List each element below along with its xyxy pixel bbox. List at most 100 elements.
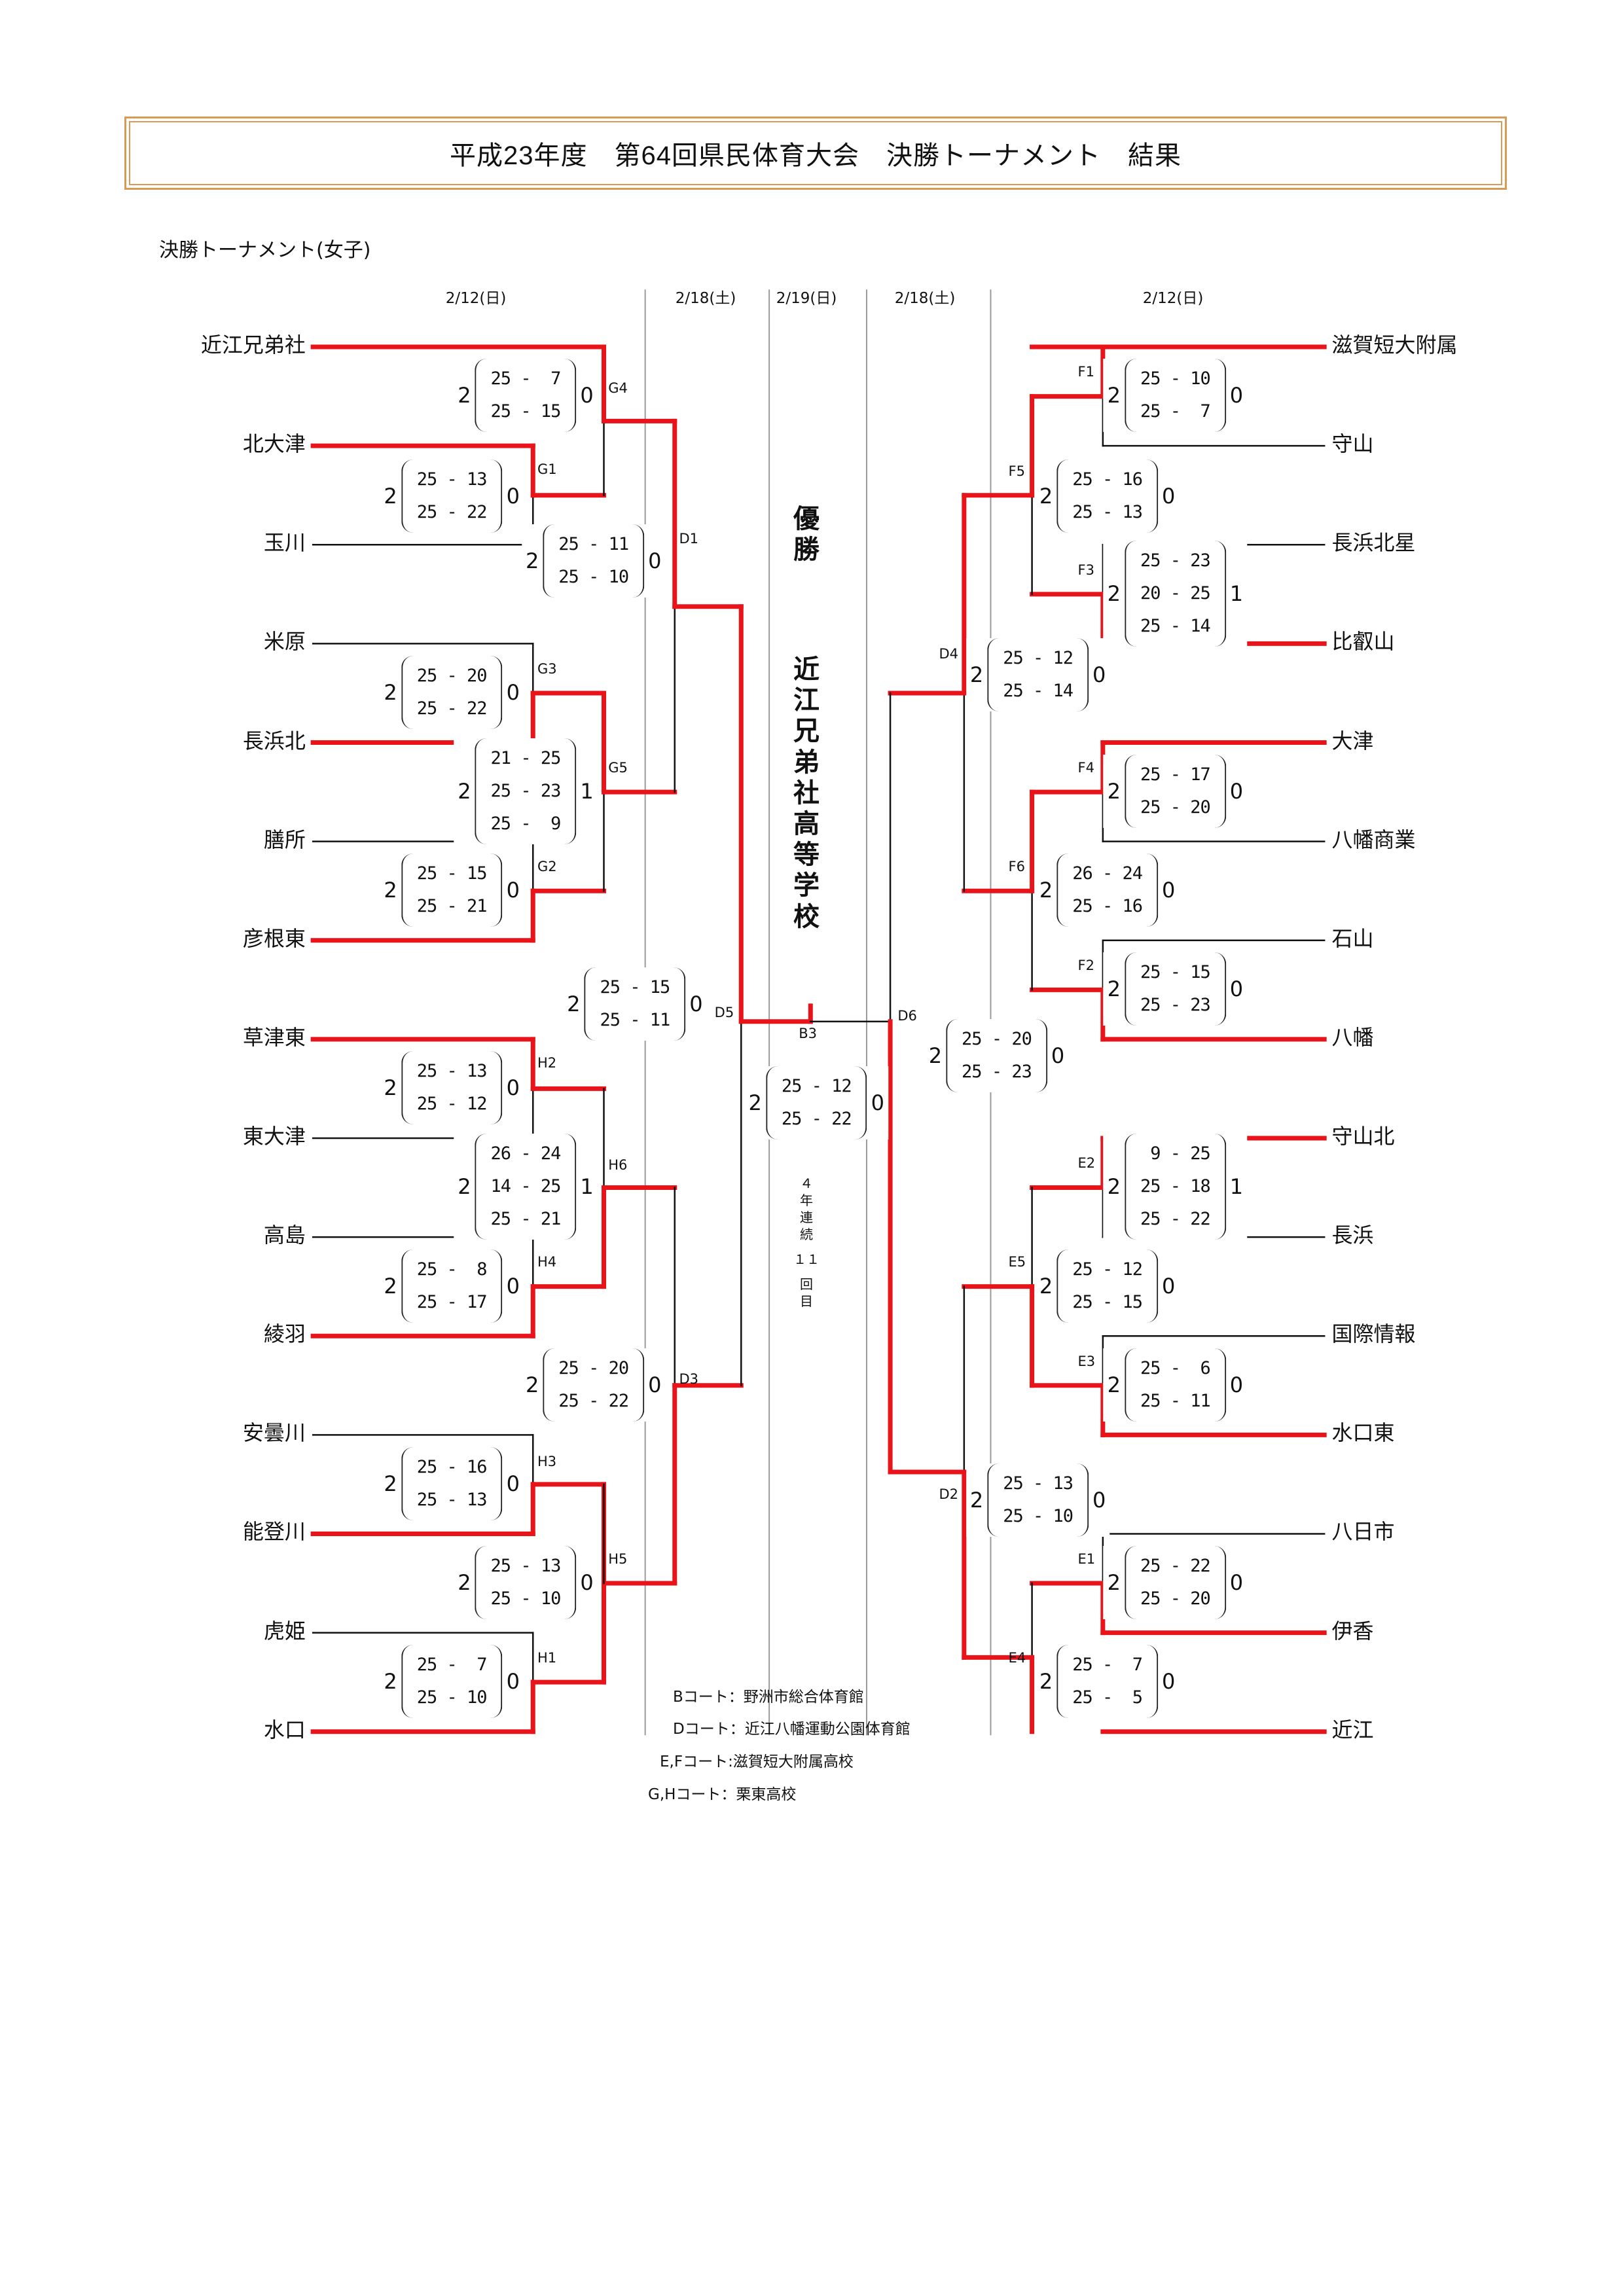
- team-right: 石山: [1331, 925, 1374, 951]
- team-right: 滋賀短大附属: [1331, 332, 1458, 357]
- loser-sets: 0: [1162, 1273, 1176, 1299]
- match-label: F2: [1077, 958, 1094, 974]
- loser-sets: 0: [1051, 1043, 1065, 1068]
- winner-sets: 2: [458, 1570, 471, 1595]
- set-score: 25 - 11: [1140, 1390, 1211, 1411]
- match-label: G3: [537, 660, 557, 677]
- match-label: D6: [897, 1007, 917, 1024]
- set-score: 25 - 15: [416, 863, 488, 884]
- match-label: G5: [608, 759, 628, 776]
- champion-char: 校: [793, 901, 820, 932]
- set-score: 25 - 15: [600, 977, 670, 997]
- set-score: 21 - 25: [490, 747, 562, 768]
- team-right: 八日市: [1331, 1519, 1395, 1545]
- match-label: E5: [1008, 1254, 1026, 1270]
- loser-sets: 0: [1229, 1372, 1244, 1397]
- winner-sets: 2: [1107, 977, 1121, 1002]
- winner-sets: 2: [384, 1471, 397, 1496]
- winner-sets: 2: [969, 1487, 984, 1513]
- set-score: 25 - 10: [416, 1687, 488, 1708]
- team-right: 八幡: [1331, 1024, 1374, 1050]
- set-score: 25 - 20: [558, 1357, 629, 1378]
- loser-sets: 0: [1092, 1487, 1106, 1513]
- match-label: H6: [608, 1157, 628, 1173]
- winner-sets: 2: [384, 1273, 397, 1299]
- winner-sets: 2: [567, 991, 581, 1016]
- team-left: 彦根東: [242, 925, 306, 951]
- set-score: 25 - 14: [1140, 615, 1211, 636]
- match-label: H4: [537, 1254, 557, 1270]
- set-score: 25 - 8: [416, 1259, 488, 1280]
- set-score: 25 - 21: [490, 1209, 562, 1230]
- champion-char: 兄: [793, 716, 820, 747]
- team-right: 守山: [1331, 431, 1374, 456]
- team-left: 草津東: [242, 1024, 306, 1050]
- winner-sets: 2: [458, 778, 471, 804]
- set-score: 25 - 14: [1003, 680, 1074, 701]
- team-right: 近江: [1331, 1717, 1374, 1742]
- set-score: 25 - 7: [1140, 401, 1211, 422]
- set-score: 25 - 18: [1140, 1176, 1211, 1197]
- team-right: 守山北: [1331, 1123, 1395, 1149]
- champion-char: 社: [793, 778, 820, 808]
- champion-char: 等: [793, 840, 820, 870]
- winner-sets: 2: [1107, 1570, 1121, 1595]
- team-left: 虎姫: [263, 1618, 306, 1643]
- set-score: 25 - 13: [1003, 1473, 1074, 1494]
- set-score: 25 - 20: [416, 665, 488, 686]
- team-right: 長浜: [1331, 1222, 1374, 1247]
- date-right-round1: 2/12(日): [1142, 290, 1204, 307]
- champion-char: 近: [793, 655, 820, 685]
- winner-sets: 2: [969, 662, 984, 687]
- match-label: E3: [1077, 1353, 1096, 1369]
- team-right: 長浜北星: [1331, 530, 1416, 556]
- winner-sets: 2: [384, 1075, 397, 1101]
- set-score: 25 - 22: [416, 501, 488, 522]
- team-right: 国際情報: [1331, 1321, 1416, 1347]
- set-score: 25 - 13: [416, 469, 488, 490]
- set-score: 25 - 10: [1003, 1505, 1074, 1526]
- champion-char: 江: [793, 685, 820, 716]
- team-left: 能登川: [242, 1519, 306, 1545]
- team-left: 東大津: [242, 1123, 306, 1149]
- court-note-d: Dコート：近江八幡運動公園体育館: [673, 1721, 911, 1738]
- date-final: 2/19(日): [776, 290, 837, 307]
- set-score: 25 - 10: [1140, 368, 1211, 389]
- loser-sets: 0: [506, 1471, 520, 1496]
- match-label: H1: [537, 1649, 557, 1666]
- set-score: 25 - 6: [1140, 1357, 1211, 1378]
- loser-sets: 0: [648, 548, 662, 574]
- winner-sets: 2: [384, 878, 397, 903]
- set-scores: 25 - 10 25 - 7: [1124, 359, 1226, 433]
- loser-sets: 1: [1229, 581, 1244, 606]
- set-score: 25 - 17: [1140, 764, 1211, 785]
- set-score: 25 - 20: [1140, 1588, 1211, 1609]
- set-score: 25 - 22: [1140, 1209, 1211, 1230]
- set-score: 25 - 10: [490, 1588, 562, 1609]
- loser-sets: 0: [1229, 977, 1244, 1002]
- loser-sets: 0: [689, 991, 703, 1016]
- set-score: 25 - 23: [1140, 995, 1211, 1016]
- loser-sets: 0: [1092, 662, 1106, 687]
- set-score: 25 - 16: [1072, 896, 1143, 917]
- section-subtitle: 決勝トーナメント(女子): [159, 239, 371, 262]
- winner-sets: 2: [1107, 383, 1121, 408]
